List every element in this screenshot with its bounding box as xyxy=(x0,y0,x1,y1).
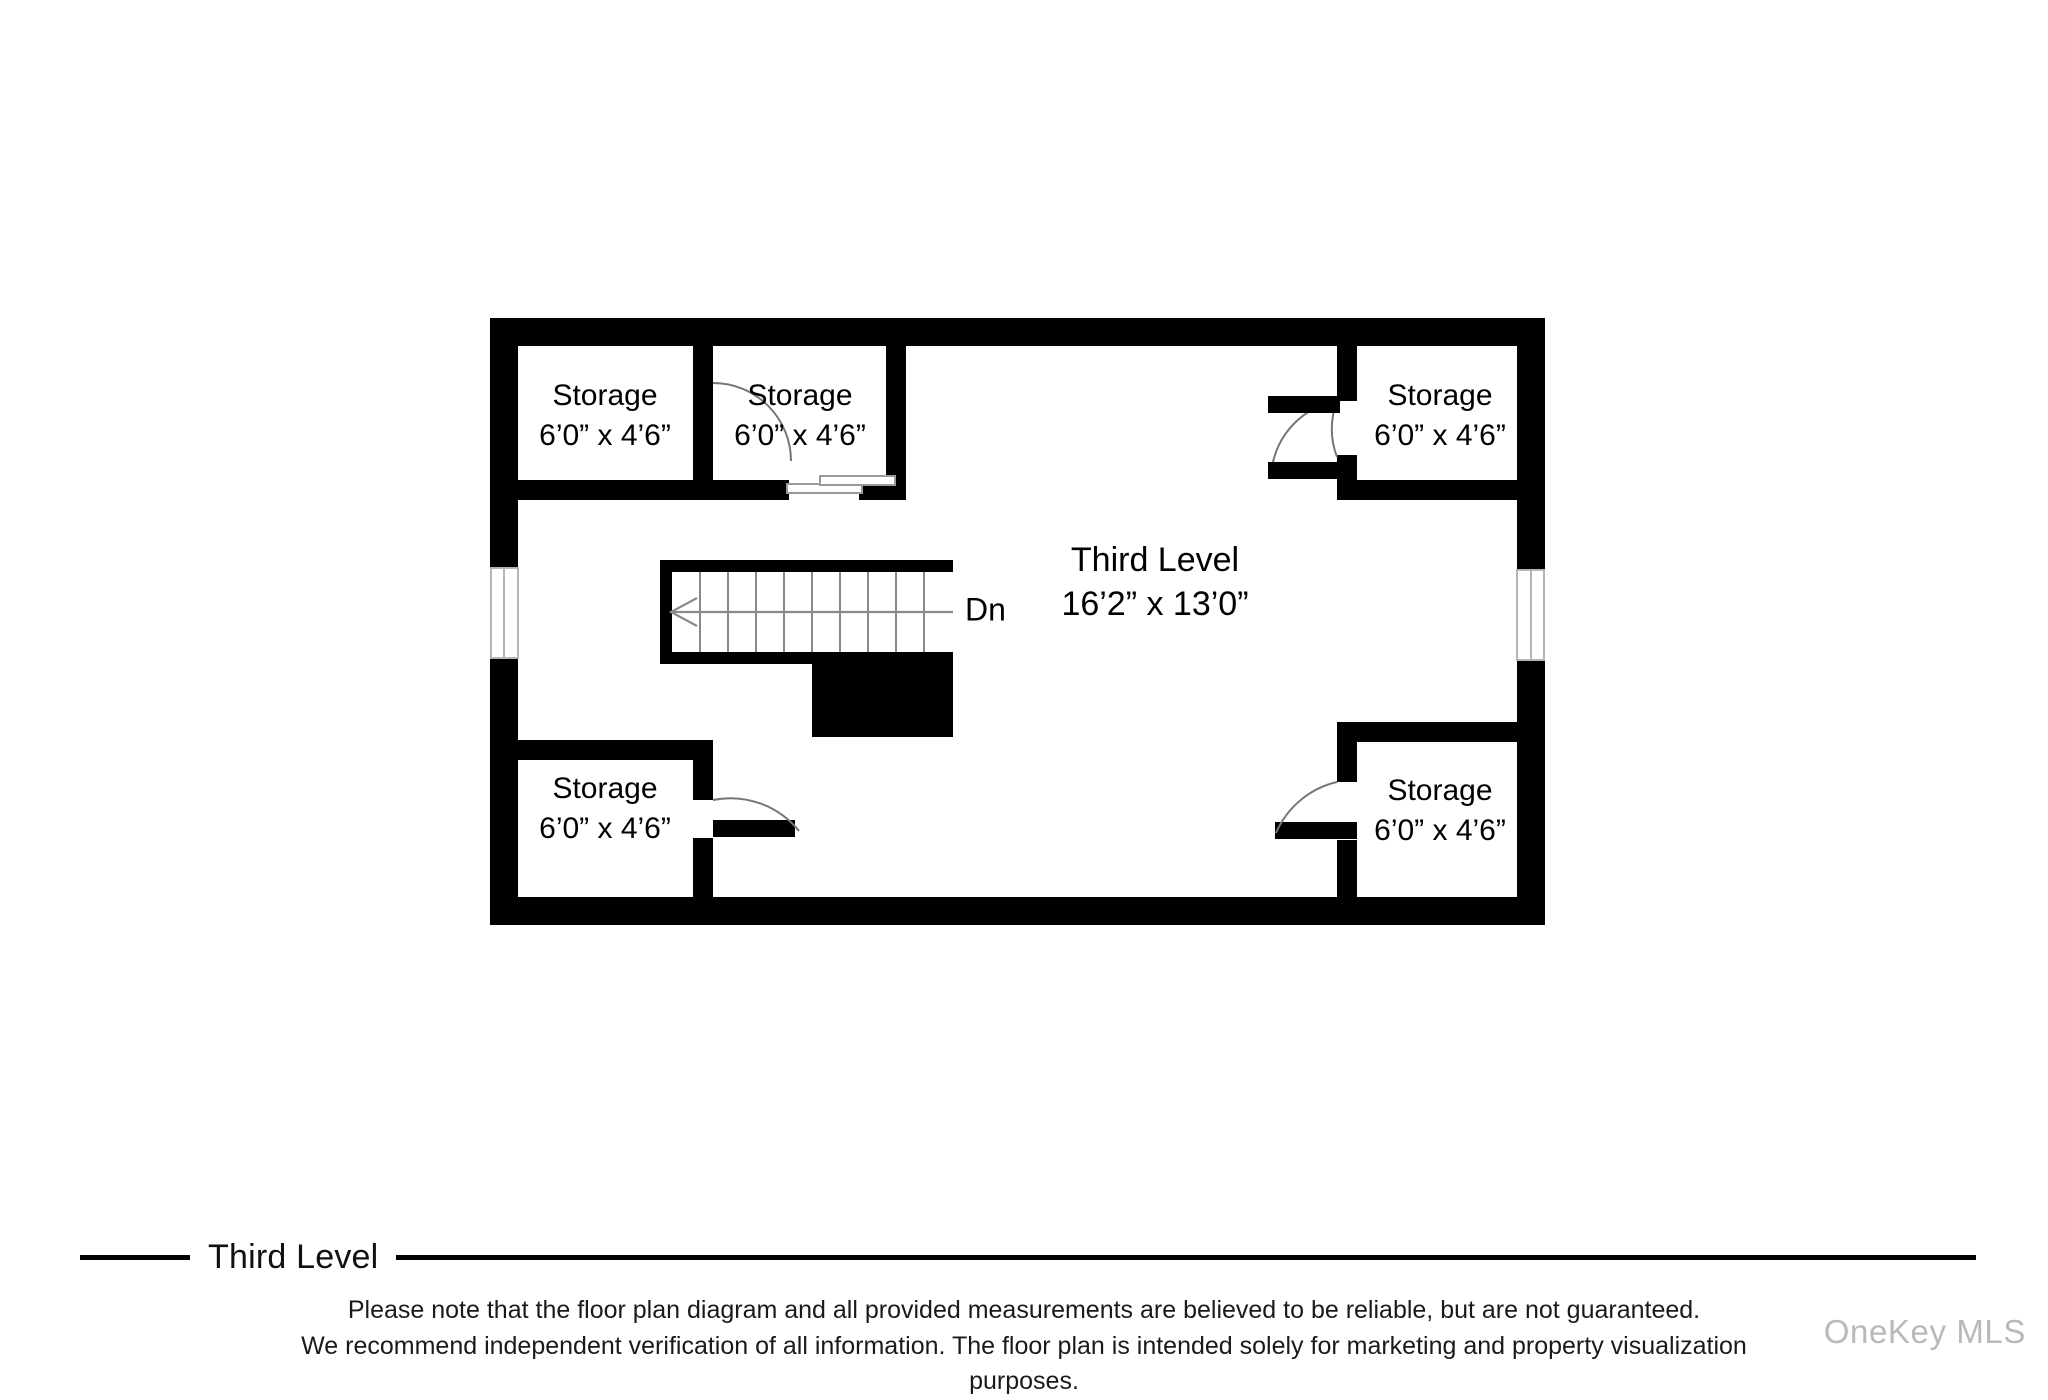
storage-top-left-name: Storage xyxy=(552,379,657,412)
storage-top-left: Storage 6’0” x 4’6” xyxy=(518,346,713,500)
stair-direction-arrow xyxy=(668,597,698,627)
storage-bottom-right-name: Storage xyxy=(1387,774,1492,807)
storage-top-right: Storage 6’0” x 4’6” xyxy=(1268,346,1517,500)
footer-rule-right xyxy=(396,1254,1976,1260)
window-right-wall xyxy=(1516,569,1545,661)
main-room-dimensions: 16’2” x 13’0” xyxy=(1061,585,1248,623)
door-arc-bottom-right xyxy=(1275,781,1338,834)
storage-top-left-dims: 6’0” x 4’6” xyxy=(539,419,671,452)
storage-top-right-dims: 6’0” x 4’6” xyxy=(1374,419,1506,452)
floor-plan-drawing: Storage 6’0” x 4’6” Storage 6’0” x 4’6” xyxy=(490,318,1545,925)
staircase: Dn xyxy=(660,560,1006,737)
door-arc-bottom-left xyxy=(712,797,800,832)
door-leaf-bottom-left xyxy=(713,820,795,837)
exterior-walls xyxy=(490,318,1545,925)
storage-bottom-left-dims: 6’0” x 4’6” xyxy=(539,812,671,845)
sliding-door-panel-right xyxy=(819,475,896,486)
storage-bottom-left-name: Storage xyxy=(552,772,657,805)
door-leaf-bottom-right xyxy=(1275,822,1357,839)
onekey-mls-watermark: OneKey MLS xyxy=(1823,1313,2026,1350)
footer-title-row: Third Level xyxy=(0,1235,2048,1279)
storage-top-mid: Storage 6’0” x 4’6” xyxy=(693,346,906,500)
disclaimer-line-1: Please note that the floor plan diagram … xyxy=(347,1296,1701,1324)
storage-top-right-name: Storage xyxy=(1387,379,1492,412)
storage-top-mid-dims: 6’0” x 4’6” xyxy=(734,419,866,452)
stair-landing-block xyxy=(812,664,953,737)
storage-top-mid-name: Storage xyxy=(747,379,852,412)
disclaimer-line-2: We recommend independent verification of… xyxy=(301,1331,1747,1396)
storage-bottom-right-dims: 6’0” x 4’6” xyxy=(1374,814,1506,847)
disclaimer-text: Please note that the floor plan diagram … xyxy=(0,1293,2048,1400)
floor-plan-canvas: Storage 6’0” x 4’6” Storage 6’0” x 4’6” xyxy=(490,318,1545,925)
footer-level-name: Third Level xyxy=(208,1237,379,1276)
footer-rule-left xyxy=(80,1254,190,1260)
door-arc-top-mid xyxy=(712,382,792,462)
stair-direction-label: Dn xyxy=(965,591,1006,627)
main-room-label: Third Level 16’2” x 13’0” xyxy=(1061,541,1248,623)
storage-bottom-right: Storage 6’0” x 4’6” xyxy=(1275,722,1517,897)
storage-bottom-left: Storage 6’0” x 4’6” xyxy=(518,740,800,897)
footer: Third Level Please note that the floor p… xyxy=(0,1235,2048,1400)
window-left-wall xyxy=(490,567,519,659)
main-room-name: Third Level xyxy=(1071,541,1239,579)
